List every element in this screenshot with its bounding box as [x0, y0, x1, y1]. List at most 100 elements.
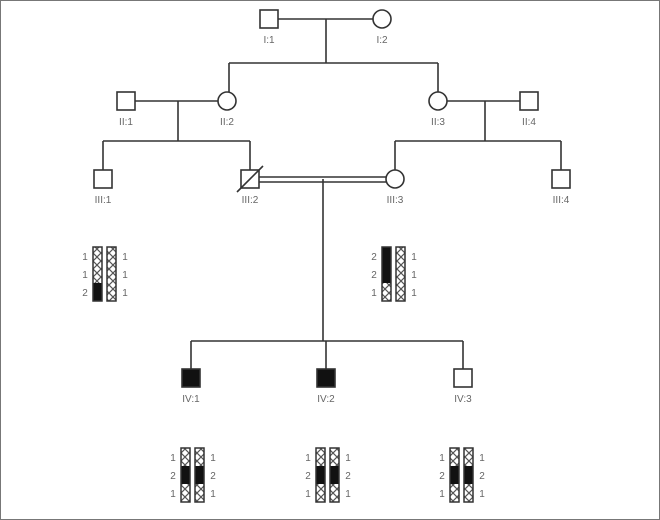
individual-iv-2: IV:2 — [316, 368, 336, 405]
allele-label: 2 — [345, 471, 351, 482]
allele-label: 1 — [170, 453, 176, 464]
affected-male-symbol — [316, 368, 336, 388]
individual-iii-3: III:3 — [385, 169, 405, 206]
individual-label: II:4 — [522, 117, 536, 128]
allele-label: 1 — [479, 489, 485, 500]
chromosome-bar-right — [395, 246, 406, 302]
individual-i-2: I:2 — [372, 9, 392, 46]
disease-allele-segment — [316, 466, 325, 484]
disease-allele-segment — [464, 466, 473, 484]
normal-allele-segment — [330, 484, 339, 502]
allele-label: 1 — [479, 453, 485, 464]
normal-allele-segment — [93, 247, 102, 265]
allele-label: 1 — [411, 270, 417, 281]
allele-label: 1 — [122, 288, 128, 299]
normal-allele-segment — [450, 484, 459, 502]
normal-allele-segment — [316, 448, 325, 466]
individual-iii-2: III:2 — [236, 165, 264, 206]
female-symbol — [428, 91, 448, 111]
allele-label: 1 — [210, 453, 216, 464]
female-symbol — [217, 91, 237, 111]
allele-label: 1 — [122, 252, 128, 263]
normal-allele-segment — [195, 484, 204, 502]
disease-allele-segment — [181, 466, 190, 484]
allele-label: 1 — [305, 489, 311, 500]
chromosome-bar-left — [381, 246, 392, 302]
male-symbol — [453, 368, 473, 388]
deceased-slash — [236, 165, 264, 193]
allele-label: 2 — [82, 288, 88, 299]
haplotype-iii-1: 1 1 2 1 1 1 — [82, 246, 128, 302]
male-symbol — [259, 9, 279, 29]
allele-label: 1 — [411, 252, 417, 263]
disease-allele-segment — [195, 466, 204, 484]
allele-label: 1 — [170, 489, 176, 500]
individual-label: IV:3 — [454, 394, 472, 405]
normal-allele-segment — [396, 247, 405, 265]
chromosome-bar-left — [180, 447, 191, 503]
individual-label: IV:1 — [182, 394, 200, 405]
individual-label: I:1 — [263, 35, 275, 46]
allele-label: 1 — [439, 453, 445, 464]
allele-label: 1 — [210, 489, 216, 500]
individual-label: IV:2 — [317, 394, 335, 405]
normal-allele-segment — [195, 448, 204, 466]
disease-allele-segment — [382, 247, 391, 265]
normal-allele-segment — [464, 484, 473, 502]
individual-i-1: I:1 — [259, 9, 279, 46]
haplotype-iv-1: 1 2 1 1 2 1 — [170, 447, 216, 503]
disease-allele-segment — [330, 466, 339, 484]
disease-allele-segment — [450, 466, 459, 484]
allele-label: 1 — [439, 489, 445, 500]
individual-label: III:4 — [553, 195, 570, 206]
normal-allele-segment — [107, 265, 116, 283]
male-symbol — [551, 169, 571, 189]
allele-label: 2 — [371, 270, 377, 281]
allele-label: 2 — [305, 471, 311, 482]
normal-allele-segment — [382, 283, 391, 301]
individual-ii-4: II:4 — [519, 91, 539, 128]
individual-label: III:3 — [387, 195, 404, 206]
individual-label: III:2 — [242, 195, 259, 206]
normal-allele-segment — [396, 283, 405, 301]
individual-label: II:1 — [119, 117, 133, 128]
individual-iv-1: IV:1 — [181, 368, 201, 405]
individual-ii-2: II:2 — [217, 91, 237, 128]
allele-label: 1 — [345, 489, 351, 500]
allele-label: 2 — [170, 471, 176, 482]
individual-ii-1: II:1 — [116, 91, 136, 128]
normal-allele-segment — [396, 265, 405, 283]
allele-label: 2 — [439, 471, 445, 482]
chromosome-bar-right — [194, 447, 205, 503]
normal-allele-segment — [93, 265, 102, 283]
female-symbol — [385, 169, 405, 189]
disease-allele-segment — [93, 283, 102, 301]
normal-allele-segment — [450, 448, 459, 466]
normal-allele-segment — [181, 484, 190, 502]
chromosome-bar-left — [92, 246, 103, 302]
chromosome-bar-left — [315, 447, 326, 503]
allele-label: 1 — [122, 270, 128, 281]
chromosome-bar-right — [329, 447, 340, 503]
individual-label: III:1 — [95, 195, 112, 206]
normal-allele-segment — [107, 247, 116, 265]
allele-label: 1 — [82, 252, 88, 263]
allele-label: 2 — [210, 471, 216, 482]
affected-male-symbol — [181, 368, 201, 388]
individual-iii-1: III:1 — [93, 169, 113, 206]
normal-allele-segment — [181, 448, 190, 466]
allele-label: 2 — [371, 252, 377, 263]
allele-label: 1 — [411, 288, 417, 299]
chromosome-bar-right — [106, 246, 117, 302]
female-symbol — [372, 9, 392, 29]
allele-label: 1 — [82, 270, 88, 281]
individual-label: I:2 — [376, 35, 388, 46]
allele-label: 1 — [345, 453, 351, 464]
normal-allele-segment — [464, 448, 473, 466]
disease-allele-segment — [382, 265, 391, 283]
